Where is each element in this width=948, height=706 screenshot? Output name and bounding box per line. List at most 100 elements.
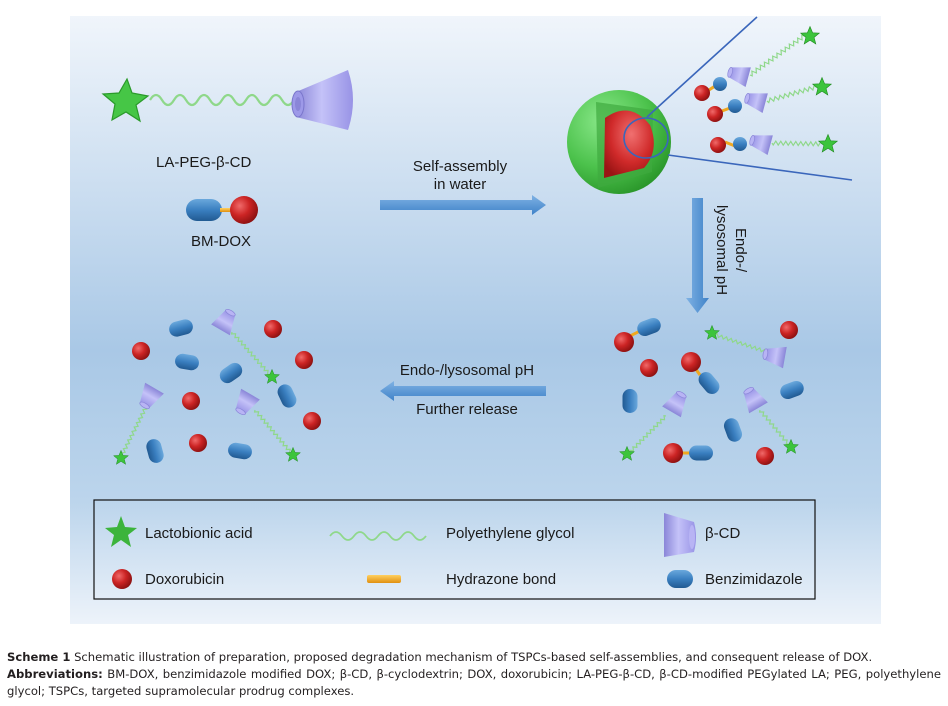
caption-text: Schematic illustration of preparation, p… (70, 650, 873, 664)
beta-cd-cone-icon (762, 346, 787, 369)
cone-body (211, 309, 236, 336)
bm-dox-molecule (186, 196, 258, 224)
micelle-sphere-icon (567, 90, 671, 194)
doxorubicin-icon (681, 352, 701, 372)
lactobionic-acid-icon (782, 438, 800, 454)
benzimidazole-icon (728, 99, 742, 113)
legend-label: Hydrazone bond (446, 571, 556, 588)
legend-item-lactobionic-acid: Lactobionic acid (105, 516, 253, 547)
doxorubicin-icon (182, 392, 200, 410)
cone-body (750, 135, 773, 156)
benzimidazole-icon (146, 439, 164, 463)
legend-item-polyethylene-glycol: Polyethylene glycol (329, 525, 574, 542)
peg-chain-icon (253, 409, 295, 456)
cone-body (743, 387, 768, 414)
further-release-label: Further release (416, 401, 518, 418)
doxorubicin-icon (264, 320, 282, 338)
lactobionic-acid-icon (817, 133, 839, 153)
benzimidazole-icon (277, 384, 297, 408)
doxorubicin-icon (663, 443, 683, 463)
doxorubicin-icon (189, 434, 207, 452)
benzimidazole-icon (733, 137, 747, 151)
cone-body (662, 391, 687, 418)
partial-release-group (614, 317, 804, 465)
benzimidazole-icon (186, 199, 222, 221)
beta-cd-cone-icon (727, 67, 751, 88)
legend: Lactobionic acid Polyethylene glycol β-C… (105, 513, 803, 589)
endo-vertical-label-line2: lysosomal pH (713, 205, 730, 295)
abbreviations-label: Abbreviations: (7, 667, 103, 681)
peg-chain-icon (766, 84, 817, 104)
sphere-icon (112, 569, 132, 589)
doxorubicin-icon (756, 447, 774, 465)
cone-rim (749, 135, 755, 146)
legend-label: Doxorubicin (145, 571, 224, 588)
cone-body (764, 346, 787, 369)
doxorubicin-icon (132, 342, 150, 360)
legend-label: Lactobionic acid (145, 525, 253, 542)
benzimidazole-icon (723, 418, 743, 442)
peg-chain-icon (627, 414, 667, 456)
lactobionic-acid-icon (703, 324, 721, 340)
peg-chain-icon (149, 93, 295, 107)
legend-box (93, 499, 816, 600)
legend-label: β-CD (705, 525, 740, 542)
cone-rim (676, 390, 687, 399)
self-assembly-label-line2: in water (434, 176, 487, 193)
benzimidazole-icon (713, 77, 727, 91)
doxorubicin-icon (707, 106, 723, 122)
abbreviations-note: Abbreviations: BM-DOX, benzimidazole mod… (7, 666, 941, 700)
legend-item-beta-cd: β-CD (664, 513, 740, 557)
self-assembly-label-line1: Self-assembly (413, 158, 508, 175)
star-icon (101, 77, 150, 123)
figure-caption: Scheme 1 Schematic illustration of prepa… (7, 649, 941, 666)
beta-cd-cone-icon (662, 390, 687, 418)
cone-rim (762, 348, 769, 360)
lactobionic-acid-icon (112, 449, 130, 465)
benzimidazole-icon (169, 319, 193, 337)
benzimidazole-icon (175, 353, 199, 371)
benzimidazole-icon (228, 442, 252, 460)
lactobionic-acid-icon (618, 445, 636, 461)
cone-rim (744, 93, 750, 104)
peg-chain-icon (771, 139, 823, 148)
star-icon (105, 516, 137, 547)
zoom-callout-lines (623, 16, 853, 181)
doxorubicin-icon (614, 332, 634, 352)
bar-icon (367, 575, 401, 583)
doxorubicin-icon (230, 196, 258, 224)
peg-chain-icon (230, 331, 273, 377)
legend-label: Polyethylene glycol (446, 525, 574, 542)
endo-horizontal-label: Endo-/lysosomal pH (400, 362, 534, 379)
lactobionic-acid-icon (263, 368, 281, 384)
doxorubicin-icon (295, 351, 313, 369)
benzimidazole-icon (219, 362, 243, 384)
doxorubicin-icon (303, 412, 321, 430)
endo-vertical-label-line1: Endo-/ (732, 228, 749, 273)
doxorubicin-icon (640, 359, 658, 377)
benzimidazole-icon (689, 445, 713, 461)
beta-cd-cone-icon (235, 388, 260, 416)
doxorubicin-icon (694, 85, 710, 101)
cone-icon (664, 513, 696, 557)
beta-cd-cone-icon (744, 93, 768, 114)
background-panel (70, 16, 881, 624)
abbreviations-text: BM-DOX, benzimidazole modified DOX; β-CD… (7, 667, 941, 698)
beta-cd-cone-icon (291, 70, 353, 130)
peg-chain-icon (749, 34, 805, 77)
caption-label: Scheme 1 (7, 650, 71, 664)
cone-rim (225, 308, 236, 317)
zoomed-bm-dox-cd-complexes (694, 25, 839, 156)
legend-item-benzimidazole: Benzimidazole (667, 570, 803, 588)
cone-rim (139, 401, 150, 410)
cone-rim (235, 407, 246, 416)
lactobionic-acid-icon (811, 76, 833, 96)
cone-body (728, 67, 751, 88)
beta-cd-cone-icon (211, 308, 236, 336)
endo-lysosomal-down-arrow-icon (686, 198, 709, 313)
doxorubicin-icon (710, 137, 726, 153)
peg-chain-icon (758, 409, 792, 447)
cone-body (745, 93, 768, 114)
lactobionic-acid-icon (799, 25, 821, 45)
